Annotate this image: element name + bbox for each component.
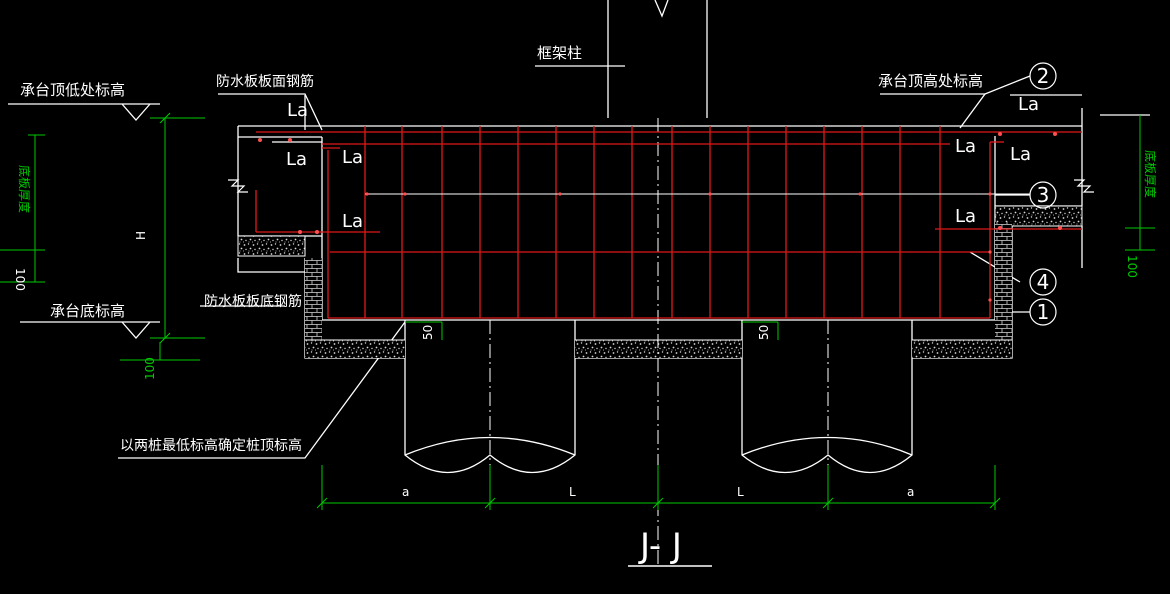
wp-thickness-right-label: 底板厚度 [1143, 150, 1158, 198]
dim-50-right: 50 [757, 325, 771, 340]
dimension-texts: H 100 100 100 50 50 a L L a [13, 231, 1139, 499]
la-label: La [955, 206, 976, 227]
rebar-dots [258, 132, 1062, 302]
bottom-left-elevation-label: 承台底标高 [50, 302, 125, 320]
callout-number: 4 [1037, 270, 1050, 294]
dim-H: H [134, 231, 148, 240]
la-label: La [1018, 94, 1039, 115]
callout-circle [1029, 298, 1057, 326]
dim-100-left-bot: 100 [143, 357, 157, 380]
callout-circle [1029, 181, 1057, 209]
top-right-elevation-label: 承台顶高处标高 [878, 72, 983, 90]
column-label: 框架柱 [537, 44, 582, 62]
wp-thickness-left-label: 底板厚度 [17, 165, 32, 213]
callout-circle [1029, 268, 1057, 296]
callout-number: 2 [1037, 64, 1050, 88]
rebar-cage [255, 126, 1082, 319]
callouts [1029, 62, 1057, 326]
dim-100-right: 100 [1125, 255, 1139, 278]
dim-a-left: a [402, 485, 409, 499]
la-label: La [342, 211, 363, 232]
break-symbols [228, 179, 1094, 193]
waterproof-bottom-rebar-label: 防水板板底钢筋 [204, 293, 302, 310]
la-label: La [286, 149, 307, 170]
dim-50-left: 50 [421, 325, 435, 340]
callout-number: 3 [1037, 183, 1050, 207]
la-label: La [955, 136, 976, 157]
structure-outline [8, 0, 1150, 474]
dim-L-right: L [737, 485, 744, 499]
dim-L-left: L [569, 485, 576, 499]
callout-circle [1029, 62, 1057, 90]
top-left-elevation-label: 承台顶低处标高 [20, 81, 125, 99]
dim-a-right: a [907, 485, 914, 499]
callout-numbers: 2 3 4 1 [1037, 64, 1050, 324]
cushion-layer [237, 205, 1083, 358]
dim-100-left-top: 100 [13, 268, 27, 291]
la-label: La [287, 100, 308, 121]
la-label: La [1010, 144, 1031, 165]
waterproof-top-rebar-label: 防水板板面钢筋 [216, 73, 314, 90]
pile-top-note: 以两桩最低标高确定桩顶标高 [120, 437, 302, 454]
section-title-group: J- J [628, 526, 712, 567]
annotation-texts: 承台顶低处标高 承台底标高 承台顶高处标高 框架柱 防水板板面钢筋 防水板板底钢… [17, 44, 1158, 454]
section-title: J- J [638, 526, 682, 566]
la-labels: La La La La La La La La [286, 94, 1039, 232]
callout-number: 1 [1037, 300, 1050, 324]
dimension-lines [0, 112, 1155, 510]
la-label: La [342, 147, 363, 168]
